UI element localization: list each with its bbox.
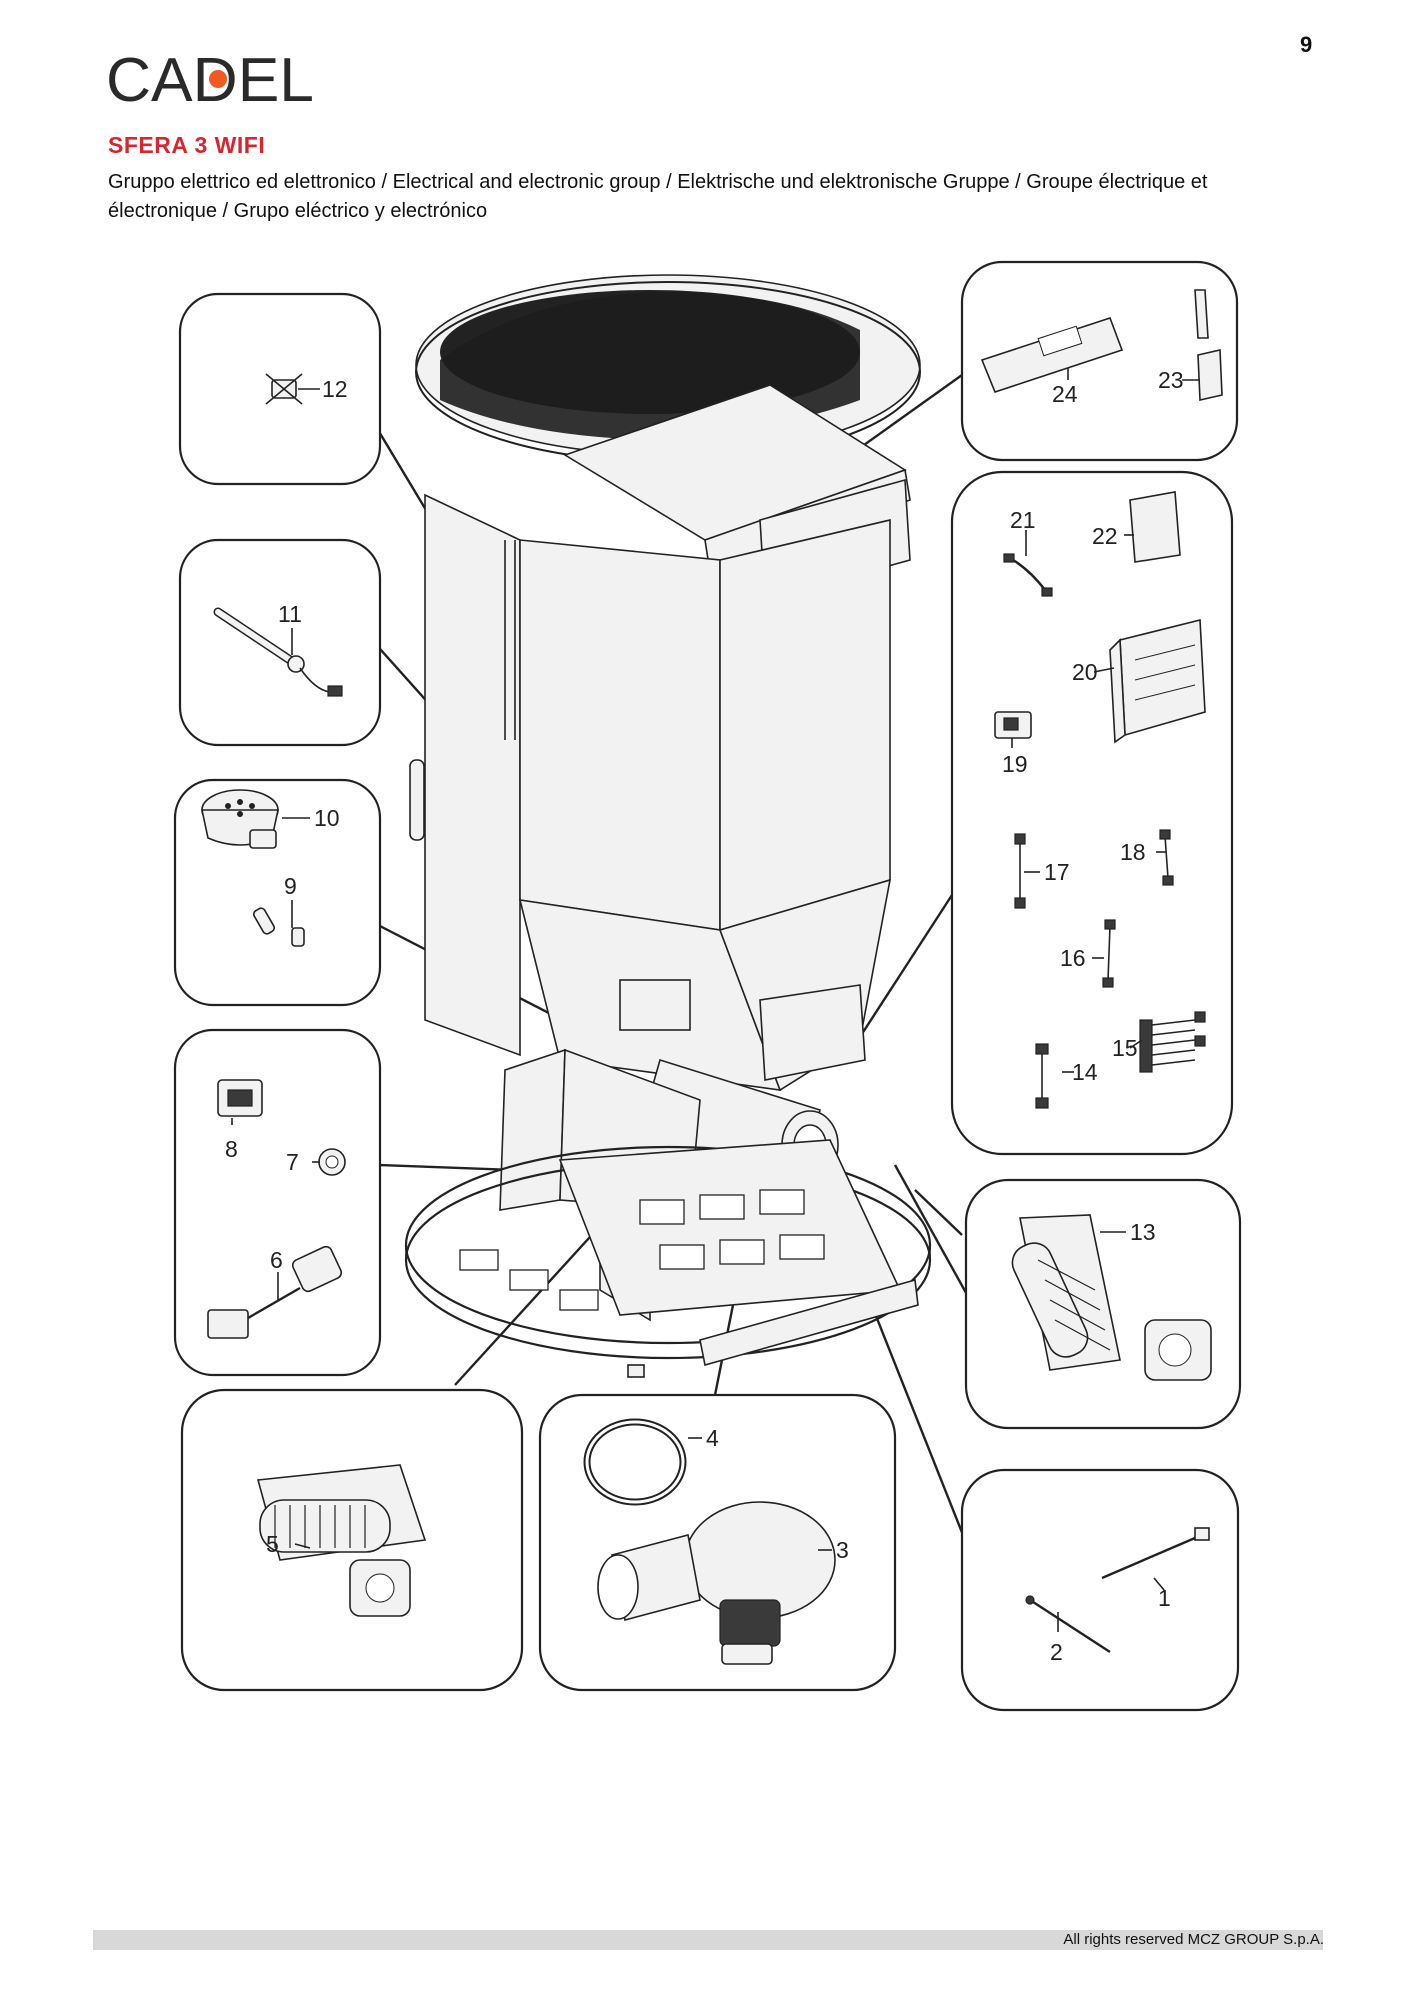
part-5-tangential-fan <box>256 1464 427 1617</box>
part-22-board-cover <box>1129 491 1181 563</box>
callout-24: 24 <box>1052 381 1078 407</box>
callout-22: 22 <box>1092 523 1118 549</box>
callout-17: 17 <box>1044 859 1070 885</box>
callout-13: 13 <box>1130 1219 1156 1245</box>
box-part-1-2 <box>960 1468 1240 1712</box>
callout-23: 23 <box>1158 367 1184 393</box>
part-19-switch <box>994 711 1032 739</box>
part-17-cable <box>1014 833 1026 909</box>
callout-9: 9 <box>284 873 297 899</box>
part-12-thermostat <box>265 373 303 405</box>
stove-body <box>404 274 932 1378</box>
callout-1: 1 <box>1158 1585 1171 1611</box>
callout-18: 18 <box>1120 839 1146 865</box>
callout-15: 15 <box>1112 1035 1138 1061</box>
part-7-cable-gland <box>318 1148 346 1176</box>
part-8-socket <box>217 1079 263 1117</box>
callout-6: 6 <box>270 1247 283 1273</box>
footer-copyright: All rights reserved MCZ GROUP S.p.A. <box>1063 1931 1324 1948</box>
callout-20: 20 <box>1072 659 1098 685</box>
callout-5: 5 <box>266 1531 279 1557</box>
part-16-cable <box>1102 919 1116 988</box>
callout-14: 14 <box>1072 1059 1098 1085</box>
part-9-igniter <box>252 907 305 947</box>
cadel-logo: CADEL <box>106 46 314 108</box>
box-part-11 <box>178 538 382 747</box>
callout-21: 21 <box>1010 507 1036 533</box>
part-18-cable <box>1159 829 1174 886</box>
model-title: SFERA 3 WIFI <box>108 132 266 158</box>
callout-19: 19 <box>1002 751 1028 777</box>
callout-8: 8 <box>225 1136 238 1162</box>
section-subtitle: Gruppo elettrico ed elettronico / Electr… <box>108 171 1208 222</box>
callout-labels: 12 11 10 9 8 7 6 5 4 3 1 2 13 14 15 16 1… <box>225 367 1184 1665</box>
callout-2: 2 <box>1050 1639 1063 1665</box>
part-2-thermocouple <box>1025 1595 1111 1654</box>
box-part-23-24 <box>960 260 1239 462</box>
footer-bar <box>93 1930 1323 1950</box>
part-20-control-board <box>1109 618 1206 744</box>
callout-12: 12 <box>322 376 348 402</box>
part-3-smoke-extractor <box>597 1501 836 1665</box>
callout-ticks <box>231 368 1200 1632</box>
callout-7: 7 <box>286 1149 299 1175</box>
part-11-probe <box>213 607 343 697</box>
part-14-cable <box>1035 1043 1049 1109</box>
part-10-burner-pot <box>201 789 279 849</box>
part-13-ambient-fan <box>1011 1214 1212 1381</box>
part-15-wiring-harness <box>1139 1011 1206 1073</box>
part-4-gasket <box>583 1418 687 1506</box>
callout-16: 16 <box>1060 945 1086 971</box>
part-23-bracket <box>1194 289 1223 401</box>
callout-11: 11 <box>278 601 302 627</box>
part-21-wiring <box>1003 553 1053 597</box>
box-part-6-8 <box>173 1028 382 1377</box>
part-24-display <box>980 317 1124 393</box>
box-part-14-22 <box>950 470 1234 1156</box>
part-6-power-cable <box>207 1245 343 1339</box>
part-1-sensor <box>1101 1527 1210 1580</box>
callout-4: 4 <box>706 1425 719 1451</box>
callout-3: 3 <box>836 1537 849 1563</box>
callout-10: 10 <box>314 805 340 831</box>
page-number: 9 <box>1300 32 1313 57</box>
